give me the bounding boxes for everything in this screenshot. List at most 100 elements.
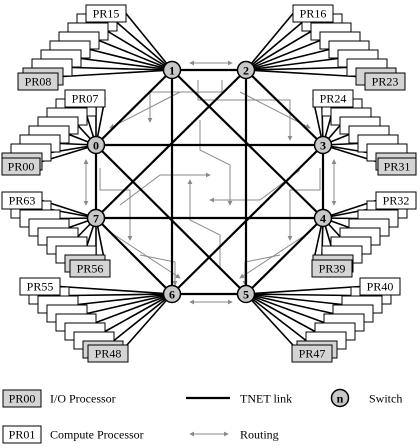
switch-node: 5 <box>236 284 256 304</box>
processor-link <box>77 293 173 306</box>
switch-node: 4 <box>313 208 333 228</box>
switch-node: 2 <box>236 60 256 80</box>
switch-label: 4 <box>320 212 326 226</box>
pr55-box <box>19 277 61 296</box>
routing-arrow <box>119 172 211 206</box>
pr08-label: PR08 <box>25 75 52 89</box>
switch-node: 1 <box>162 60 182 80</box>
legend-io-box-label: PR00 <box>9 392 36 406</box>
pr07-label: PR07 <box>72 92 99 106</box>
tnet-link <box>171 144 324 295</box>
processor-link <box>62 69 173 78</box>
processor-link <box>245 48 330 71</box>
routing-arrow <box>109 231 181 279</box>
pr00-label: PR00 <box>8 160 35 174</box>
processor-labels: PR15 PR08 PR16 PR23 PR07 PR00 PR24 PR31 … <box>1 4 417 363</box>
tnet-link <box>95 144 247 295</box>
routing-arrow <box>239 231 311 279</box>
legend: PR00 I/O Processor TNET link n Switch PR… <box>2 388 402 444</box>
legend-io-text: I/O Processor <box>50 392 116 406</box>
routing-arrow <box>109 91 181 129</box>
processor-link <box>245 293 316 333</box>
processor-link <box>104 293 173 333</box>
routing-arrow <box>99 168 133 241</box>
switch-label: 3 <box>320 139 326 153</box>
pr31-label: PR31 <box>384 160 411 174</box>
processor-link <box>80 57 173 71</box>
routing-arrow <box>242 254 281 286</box>
processor-link <box>245 293 343 306</box>
pr48-box <box>87 344 129 363</box>
processor-link <box>245 293 352 297</box>
legend-compute-text: Compute Processor <box>50 428 144 442</box>
pr24-box <box>312 89 354 108</box>
routing-arrow <box>147 80 223 123</box>
processor-link <box>68 293 173 297</box>
processor-link <box>245 57 339 71</box>
pr40-box <box>359 277 401 296</box>
pr23-box <box>364 72 406 91</box>
processor-link <box>86 293 173 315</box>
switch-label: 2 <box>243 64 249 78</box>
processor-link <box>245 285 361 295</box>
routing-arrow <box>199 120 233 206</box>
tnet-links <box>94 68 325 296</box>
legend-switch-text: Switch <box>369 392 402 406</box>
processor-link <box>245 39 321 71</box>
pr40-label: PR40 <box>367 280 394 294</box>
switch-label: 6 <box>169 288 175 302</box>
pr63-label: PR63 <box>9 194 36 208</box>
tnet-link <box>245 217 324 295</box>
processor-link <box>125 12 173 71</box>
switch-label: 7 <box>93 212 99 226</box>
processor-link <box>71 66 173 71</box>
pr07-box <box>64 89 106 108</box>
legend-switch-symbol: n <box>337 392 344 406</box>
pr00-box <box>1 157 41 176</box>
pr56-label: PR56 <box>77 262 104 276</box>
pr15-label: PR15 <box>93 7 120 21</box>
pr48-label: PR48 <box>95 347 122 361</box>
processor-link <box>245 293 298 351</box>
processor-link <box>245 30 312 71</box>
processor-link <box>89 48 173 71</box>
processor-link <box>245 21 303 71</box>
pr16-label: PR16 <box>300 7 327 21</box>
legend-routing-text: Routing <box>240 428 279 442</box>
pr24-label: PR24 <box>320 92 347 106</box>
switch-nodes: 0 1 2 3 4 5 6 7 <box>86 60 333 304</box>
legend-switch-icon <box>330 388 350 408</box>
pr08-box <box>17 72 59 91</box>
processor-link <box>98 39 173 71</box>
routing-arrow <box>187 179 221 270</box>
legend-compute-box-label: PR01 <box>9 428 36 442</box>
processor-link <box>122 293 173 351</box>
processor-link <box>245 293 325 324</box>
processor-link <box>245 293 307 342</box>
pr23-label: PR23 <box>372 75 399 89</box>
processor-link <box>59 285 173 295</box>
pr16-box <box>292 4 334 23</box>
pr47-label: PR47 <box>299 347 326 361</box>
pr56-box <box>69 259 111 278</box>
routing-arrow <box>197 80 293 141</box>
pr55-label: PR55 <box>27 280 54 294</box>
legend-compute-box <box>2 425 42 444</box>
pr31-box <box>377 157 417 176</box>
switch-label: 0 <box>93 139 99 153</box>
switch-node: 7 <box>86 208 106 228</box>
switch-node: 3 <box>313 135 333 155</box>
pr15-box <box>85 4 127 23</box>
legend-io-box <box>2 389 42 408</box>
processor-link <box>116 21 173 71</box>
routing-arrow <box>139 254 178 286</box>
processor-stacks <box>1 4 417 359</box>
tnet-link <box>95 69 173 146</box>
legend-tnet-text: TNET link <box>240 392 292 406</box>
processor-link <box>245 293 334 315</box>
switch-node: 0 <box>86 135 106 155</box>
routing-arrow <box>287 168 321 241</box>
processor-link <box>107 30 173 71</box>
processor-link <box>95 293 173 324</box>
